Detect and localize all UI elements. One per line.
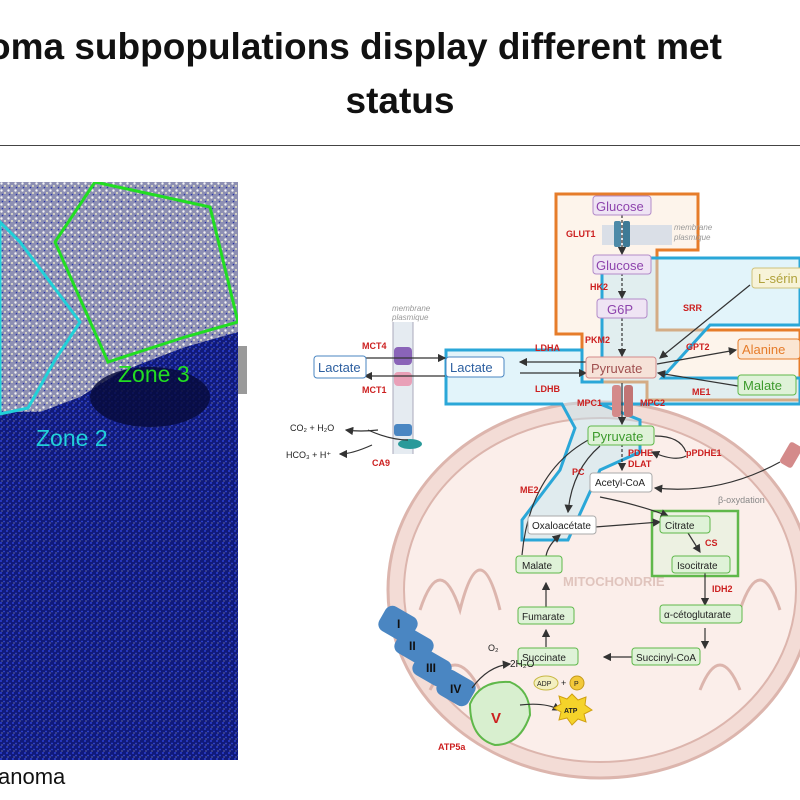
microscopy-image: Zone 3 Zone 2 xyxy=(0,182,238,760)
adp-label: ADP xyxy=(537,681,552,688)
pkm2-label: PKM2 xyxy=(585,335,610,345)
phosphate-shape xyxy=(569,675,585,691)
dark-region xyxy=(90,367,210,427)
left-membrane xyxy=(392,322,422,454)
lserine-label: L-sérin xyxy=(758,271,798,286)
mct1-label: MCT1 xyxy=(362,385,387,395)
malate-cyto-label: Malate xyxy=(743,378,782,393)
title-line-1: oma subpopulations display different met xyxy=(0,26,722,67)
membrane-label-top-2: plasmique xyxy=(673,233,711,242)
me2-label: ME2 xyxy=(520,485,539,495)
glucose-outer-label: Glucose xyxy=(596,199,644,214)
scroll-handle[interactable] xyxy=(238,346,247,394)
o2-label: O₂ xyxy=(488,643,499,653)
pc-label: PC xyxy=(572,467,585,477)
mct4-transporter xyxy=(394,347,412,365)
complex-i-label: I xyxy=(397,617,400,631)
succinate-label: Succinate xyxy=(522,653,566,664)
microscopy-svg: Zone 3 Zone 2 xyxy=(0,182,238,760)
membrane-label-top-1: membrane xyxy=(674,223,713,232)
ppdhe1-label: pPDHE1 xyxy=(686,448,722,458)
membrane-label-left-1: membrane xyxy=(392,304,431,313)
complex-iv-label: IV xyxy=(450,682,461,696)
complex-iii-label: III xyxy=(426,661,436,675)
pyruvate-cyto-label: Pyruvate xyxy=(591,361,642,376)
adp-shape xyxy=(533,675,559,691)
succinylcoa-label: Succinyl-CoA xyxy=(636,653,696,664)
mpc2-label: MPC2 xyxy=(640,398,665,408)
beta-oxydation-label: β-oxydation xyxy=(718,495,765,505)
ca9-label: CA9 xyxy=(372,458,390,468)
right-membrane-transporter xyxy=(780,442,800,468)
atp5a-label: ATP5a xyxy=(438,742,466,752)
plus-label: + xyxy=(561,678,566,688)
two-h2o-label: 2H₂O xyxy=(510,659,535,670)
pyruvate-mito-label: Pyruvate xyxy=(592,429,643,444)
cs-label: CS xyxy=(705,538,718,548)
glut1-transporter xyxy=(602,221,672,247)
me1-label: ME1 xyxy=(692,387,711,397)
complex-v-shape xyxy=(468,680,532,747)
membrane-label-left-2: plasmique xyxy=(391,313,429,322)
ca9-enzyme-shape xyxy=(394,424,412,436)
mitochondrie-label: MITOCHONDRIE xyxy=(563,574,665,589)
citrate-label: Citrate xyxy=(665,521,695,532)
hco3-h-label: HCO₃ + H⁺ xyxy=(286,450,331,460)
g6p-label: G6P xyxy=(607,302,633,317)
malate-mito-label: Malate xyxy=(522,561,552,572)
mpc-transporter xyxy=(612,385,633,417)
srr-label: SRR xyxy=(683,303,703,313)
co2-h2o-label: CO₂ + H₂O xyxy=(290,423,334,433)
metabolite-boxes xyxy=(313,195,800,666)
zone2-outline xyxy=(0,219,82,416)
idh2-label: IDH2 xyxy=(712,584,733,594)
ldhb-label: LDHB xyxy=(535,384,560,394)
zone3-label: Zone 3 xyxy=(118,361,190,387)
atp-label: ATP xyxy=(564,708,578,715)
lactate-outer-label: Lactate xyxy=(318,360,361,375)
title-line-2: status xyxy=(345,80,455,121)
zone3-outline xyxy=(53,182,238,364)
acetylcoa-label: Acetyl-CoA xyxy=(595,478,645,489)
phosphate-label: P xyxy=(574,681,579,688)
complex-ii-label: II xyxy=(409,639,416,653)
slide-title: oma subpopulations display different met… xyxy=(0,0,800,146)
mct1-transporter xyxy=(394,372,412,386)
etc-complexes xyxy=(378,605,532,747)
lactate-inner-label: Lactate xyxy=(450,360,493,375)
zone2-label: Zone 2 xyxy=(36,425,108,451)
pathway-arrows xyxy=(338,215,781,711)
gpt2-label: GPT2 xyxy=(686,342,710,352)
glucose-inner-label: Glucose xyxy=(596,258,644,273)
mpc1-label: MPC1 xyxy=(577,398,602,408)
complex-v-label: V xyxy=(491,710,501,727)
ldha-label: LDHA xyxy=(535,343,560,353)
fumarate-label: Fumarate xyxy=(522,612,565,623)
hk2-label: HK2 xyxy=(590,282,608,292)
glut1-label: GLUT1 xyxy=(566,229,596,239)
atp-burst xyxy=(552,693,593,726)
alanine-label: Alanine xyxy=(742,342,785,357)
isocitrate-label: Isocitrate xyxy=(677,561,718,572)
mct4-label: MCT4 xyxy=(362,341,387,351)
pdhe-label: PDHE xyxy=(628,448,653,458)
oxaloacetate-label: Oxaloacétate xyxy=(532,521,591,532)
image-caption: anoma xyxy=(0,764,66,789)
dlat-label: DLAT xyxy=(628,459,652,469)
akg-label: α-cétoglutarate xyxy=(664,610,731,621)
